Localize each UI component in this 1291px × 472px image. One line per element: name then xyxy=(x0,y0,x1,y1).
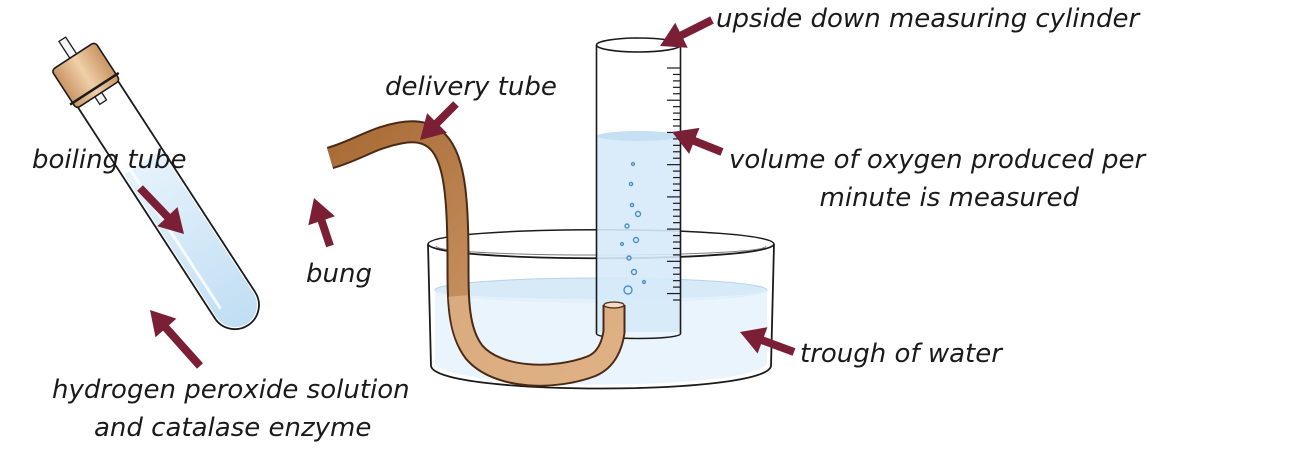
tube-liquid xyxy=(123,150,257,328)
bubble xyxy=(619,241,625,247)
label-peroxide-line2: and catalase enzyme xyxy=(94,413,371,443)
delivery-tube-end xyxy=(603,301,625,309)
bubble xyxy=(628,181,634,187)
cylinder-water xyxy=(597,136,680,332)
delivery-tube xyxy=(326,120,626,387)
trough-front-wall xyxy=(427,243,775,390)
bubble xyxy=(630,161,636,167)
cylinder-bottom-edge xyxy=(595,333,682,340)
label-delivery-tube: delivery tube xyxy=(385,72,557,102)
label-measuring-cylinder: upside down measuring cylinder xyxy=(716,4,1141,34)
label-boiling-tube: boiling tube xyxy=(32,145,187,175)
arrow-to-oxygen-level-icon xyxy=(672,127,724,156)
measuring-cylinder xyxy=(595,37,682,340)
arrow-to-cylinder-icon xyxy=(660,16,714,48)
bung-ring xyxy=(69,71,120,106)
bubble xyxy=(624,223,630,229)
arrow-to-trough-icon xyxy=(740,327,796,356)
cylinder-gas xyxy=(597,48,680,136)
bubble xyxy=(626,255,632,261)
arrow-to-peroxide-icon xyxy=(150,310,203,369)
label-bung: bung xyxy=(306,259,372,289)
bung xyxy=(52,42,120,109)
cylinder-meniscus xyxy=(597,131,680,141)
bubble xyxy=(629,202,635,208)
boiling-tube-assembly xyxy=(52,36,260,331)
bubble xyxy=(641,279,647,285)
bubble xyxy=(632,236,640,244)
label-oxygen-line1: volume of oxygen produced per xyxy=(729,145,1147,175)
arrow-to-delivery-tube-icon xyxy=(420,101,459,140)
bubble xyxy=(630,268,638,276)
bubble xyxy=(634,210,642,218)
delivery-tube-underwater xyxy=(448,295,624,385)
label-peroxide-line1: hydrogen peroxide solution xyxy=(52,375,410,405)
boiling-tube-glass xyxy=(71,72,260,331)
label-trough: trough of water xyxy=(800,339,1004,369)
trough-water xyxy=(435,290,767,385)
arrow-to-boiling-tube-icon xyxy=(137,185,184,234)
label-oxygen-line2: minute is measured xyxy=(820,183,1080,213)
arrow-to-bung-icon xyxy=(308,198,335,248)
label-arrows xyxy=(137,16,796,369)
bubble xyxy=(623,285,633,295)
gas-bubbles xyxy=(619,161,647,295)
